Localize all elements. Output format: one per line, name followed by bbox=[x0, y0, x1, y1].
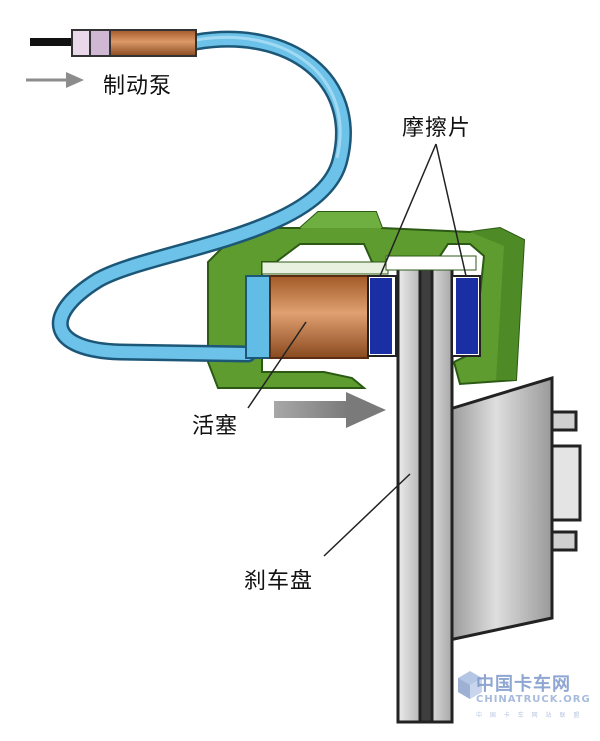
pad-leader-left bbox=[379, 143, 437, 277]
brake-hose bbox=[51, 30, 352, 363]
friction-pads bbox=[367, 275, 481, 357]
wheel-hub bbox=[438, 375, 582, 644]
brake-pump bbox=[30, 29, 197, 57]
watermark-cn: 中国卡车网 bbox=[476, 674, 571, 695]
piston-force-arrow bbox=[274, 392, 386, 428]
watermark: 中国卡车网 CHINATRUCK.ORG 中 国 卡 车 网 站 联 盟 bbox=[446, 670, 596, 732]
fluid-chamber bbox=[245, 275, 271, 359]
piston-leader bbox=[247, 321, 307, 409]
piston bbox=[269, 275, 369, 359]
label-piston: 活塞 bbox=[192, 414, 239, 439]
watermark-logo-icon bbox=[458, 671, 482, 699]
brake-disc bbox=[396, 266, 454, 724]
leader-lines bbox=[247, 143, 467, 557]
pad-leader-right bbox=[435, 143, 467, 277]
watermark-sub: 中 国 卡 车 网 站 联 盟 bbox=[476, 712, 583, 719]
pump-force-arrow bbox=[26, 72, 84, 88]
disc-leader bbox=[323, 473, 411, 557]
label-brake-pump: 制动泵 bbox=[103, 74, 173, 99]
label-friction-pads: 摩擦片 bbox=[402, 116, 472, 141]
watermark-en: CHINATRUCK.ORG bbox=[476, 694, 591, 705]
label-brake-disc: 刹车盘 bbox=[244, 569, 314, 594]
brake-caliper bbox=[207, 211, 526, 389]
